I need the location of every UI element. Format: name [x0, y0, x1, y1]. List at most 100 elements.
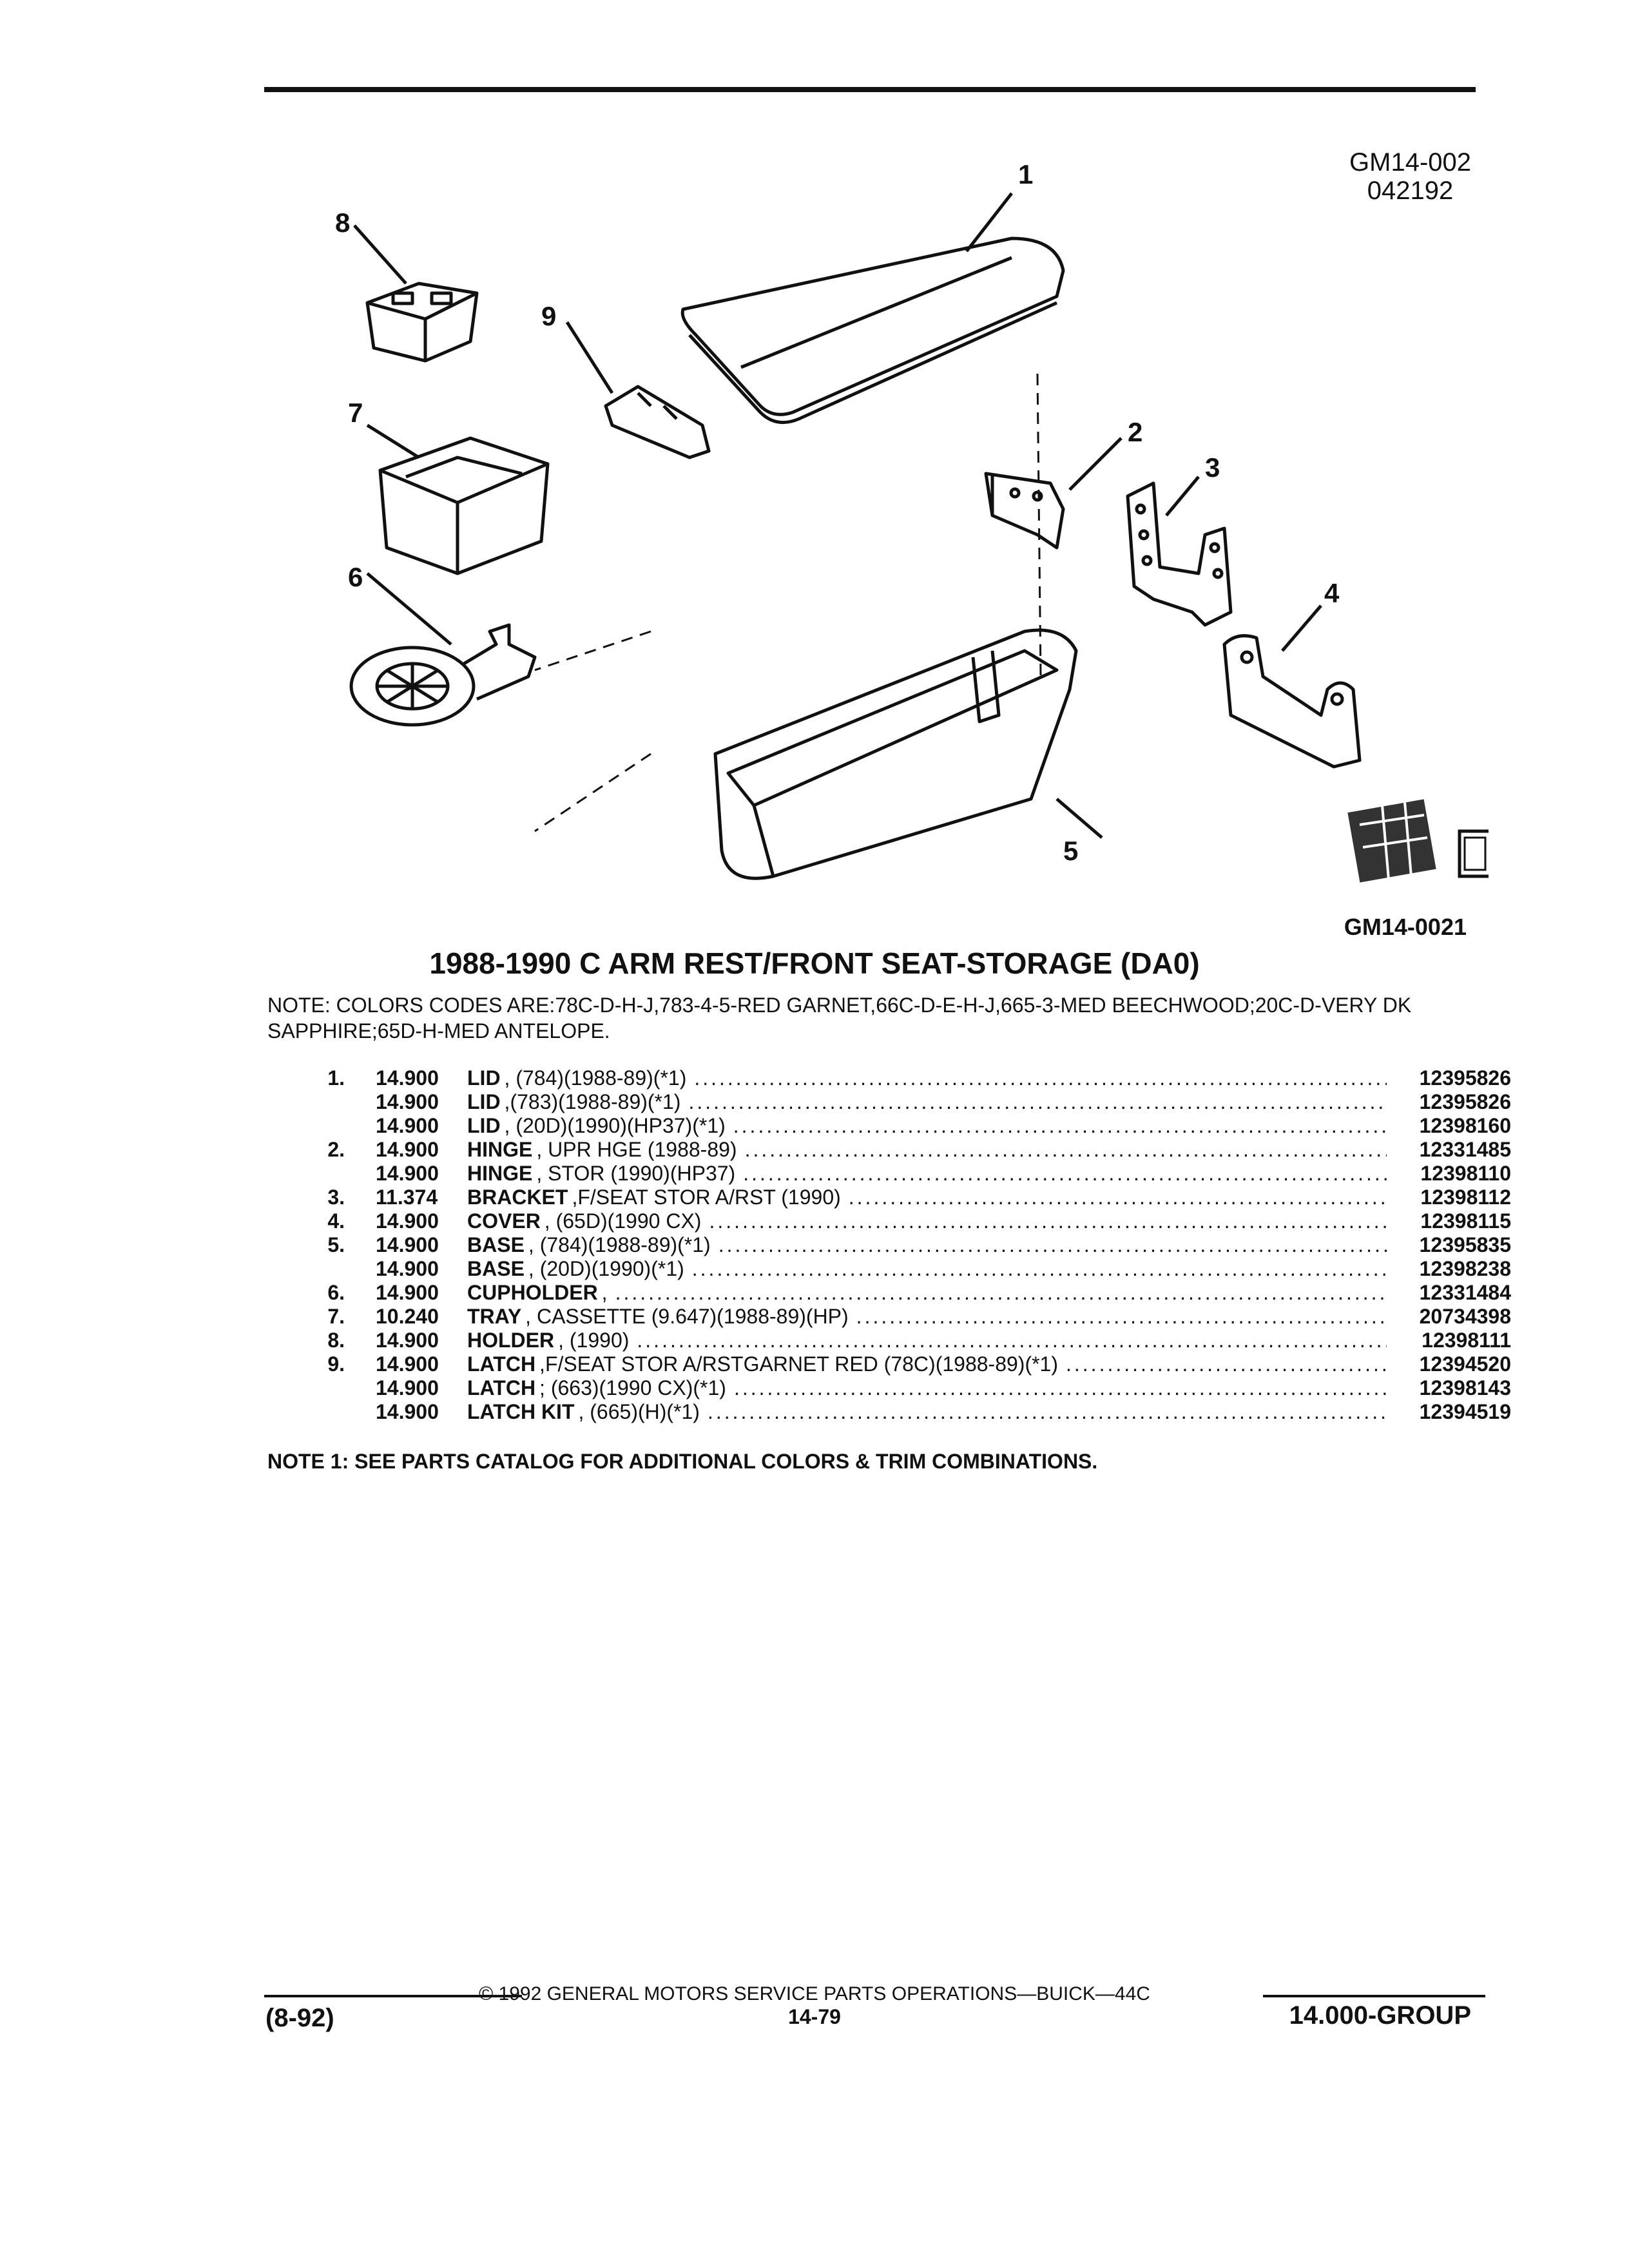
- leader-8: [353, 224, 407, 285]
- part-name: HINGE: [467, 1162, 533, 1185]
- group-number: 14.900: [376, 1233, 439, 1256]
- part-number: 20734398: [1419, 1305, 1511, 1328]
- part-name: LID: [467, 1114, 501, 1137]
- callout-2: 2: [1128, 417, 1142, 447]
- footer-rule-left: [264, 1995, 522, 1997]
- color-codes-note: NOTE: COLORS CODES ARE:78C-D-H-J,783-4-5…: [267, 994, 1412, 1043]
- part-name: LATCH: [467, 1352, 536, 1376]
- group-number: 14.900: [376, 1281, 439, 1304]
- group-number: 14.900: [376, 1209, 439, 1233]
- document-id-block: GM14-002 042192: [1349, 148, 1471, 205]
- part-number: 12398110: [1420, 1162, 1511, 1185]
- part-number: 12398111: [1422, 1329, 1511, 1352]
- leader-dots: ........................................…: [688, 1090, 1387, 1113]
- group-number: 14.900: [376, 1090, 439, 1113]
- leader-dots: ........................................…: [707, 1400, 1387, 1423]
- leader-dots: ........................................…: [709, 1209, 1387, 1233]
- part-description: LID, (20D)(1990)(HP37)(*1)..............…: [453, 1114, 1398, 1138]
- leader-1: [965, 192, 1013, 253]
- part-name: COVER: [467, 1209, 541, 1233]
- part-name: LATCH KIT: [467, 1400, 575, 1423]
- part-number: 12398160: [1419, 1114, 1511, 1137]
- leader-3: [1165, 476, 1200, 517]
- footer-rule-right: [1263, 1995, 1485, 1997]
- part-description: HINGE, UPR HGE (1988-89)................…: [453, 1138, 1398, 1162]
- group-number: 14.900: [376, 1114, 439, 1137]
- part-name: BRACKET: [467, 1186, 568, 1209]
- footer-date: (8-92): [265, 2004, 334, 2032]
- footer-copyright: © 1992 GENERAL MOTORS SERVICE PARTS OPER…: [479, 1983, 1150, 2004]
- part-number: 12331484: [1419, 1281, 1511, 1304]
- part-description: LID,(783)(1988-89)(*1)..................…: [453, 1090, 1398, 1114]
- leader-dots: ........................................…: [733, 1114, 1387, 1137]
- part-description: LID, (784)(1988-89)(*1).................…: [453, 1066, 1398, 1090]
- callout-9: 9: [541, 301, 556, 331]
- tray-drawing: [378, 436, 550, 575]
- part-description: CUPHOLDER,..............................…: [453, 1281, 1398, 1305]
- leader-dots: ........................................…: [1066, 1352, 1387, 1376]
- group-number: 14.900: [376, 1329, 439, 1352]
- part-detail: , CASSETTE (9.647)(1988-89)(HP): [525, 1305, 849, 1328]
- group-number: 14.900: [376, 1138, 439, 1161]
- part-description: BASE, (784)(1988-89)(*1)................…: [453, 1233, 1398, 1257]
- part-name: LATCH: [467, 1376, 536, 1399]
- part-description: HINGE, STOR (1990)(HP37)................…: [453, 1162, 1398, 1186]
- part-number: 12398112: [1420, 1186, 1511, 1209]
- callout-7: 7: [348, 398, 363, 428]
- part-detail: , (784)(1988-89)(*1): [528, 1233, 711, 1256]
- callout-5: 5: [1063, 836, 1078, 866]
- part-number: 12394520: [1419, 1352, 1511, 1376]
- group-number: 10.240: [376, 1305, 439, 1328]
- footnote: NOTE 1: SEE PARTS CATALOG FOR ADDITIONAL…: [267, 1450, 1098, 1473]
- parts-row: 14.900 LID,(783)(1988-89)(*1)............…: [267, 1090, 1511, 1114]
- leader-5: [1055, 798, 1103, 839]
- part-number: 12394519: [1419, 1400, 1511, 1423]
- item-number: 1.: [327, 1066, 345, 1090]
- figure-reference: GM14-0021: [1344, 914, 1467, 940]
- parts-row: 5. 14.900 BASE, (784)(1988-89)(*1)........…: [267, 1233, 1511, 1257]
- callout-labels: 1 2 3 4 5 6 7 8 9: [335, 159, 1340, 866]
- group-number: 14.900: [376, 1400, 439, 1423]
- part-name: TRAY: [467, 1305, 522, 1328]
- part-detail: ,(783)(1988-89)(*1): [504, 1090, 681, 1113]
- leader-dots: ........................................…: [718, 1233, 1387, 1256]
- leader-dots: ........................................…: [744, 1138, 1387, 1161]
- lid-drawing: [680, 236, 1065, 425]
- footer-group: 14.000-GROUP: [1289, 2001, 1471, 2030]
- group-number: 14.900: [376, 1162, 439, 1185]
- parts-row: 14.900 LATCH KIT, (665)(H)(*1)...........…: [267, 1400, 1511, 1424]
- part-description: LATCH KIT, (665)(H)(*1).................…: [453, 1400, 1398, 1424]
- part-description: LATCH,F/SEAT STOR A/RSTGARNET RED (78C)(…: [453, 1352, 1398, 1376]
- parts-row: 1. 14.900 LID, (784)(1988-89)(*1).........…: [267, 1066, 1511, 1090]
- part-description: LATCH; (663)(1990 CX)(*1)...............…: [453, 1376, 1398, 1400]
- leader-7: [366, 423, 420, 459]
- part-number: 12398115: [1420, 1209, 1511, 1233]
- item-number: 7.: [327, 1305, 345, 1328]
- part-name: BASE: [467, 1257, 525, 1280]
- item-number: 5.: [327, 1233, 345, 1256]
- group-number: 14.900: [376, 1066, 439, 1090]
- part-detail: ; (663)(1990 CX)(*1): [539, 1376, 726, 1399]
- part-detail: , (20D)(1990)(*1): [528, 1257, 684, 1280]
- part-detail: ,: [601, 1281, 608, 1304]
- cube-logo: [1347, 799, 1436, 883]
- leader-dots: ........................................…: [743, 1162, 1387, 1185]
- part-detail: , (1990): [558, 1329, 630, 1352]
- date-code: 042192: [1367, 177, 1454, 205]
- leader-6: [366, 572, 452, 646]
- group-number: 14.900: [376, 1376, 439, 1399]
- item-number: 9.: [327, 1352, 345, 1376]
- leader-dots: ........................................…: [694, 1066, 1387, 1090]
- part-detail: , STOR (1990)(HP37): [536, 1162, 736, 1185]
- part-detail: , (784)(1988-89)(*1): [504, 1066, 687, 1090]
- leader-dots: ........................................…: [856, 1305, 1387, 1328]
- part-description: HOLDER, (1990)..........................…: [453, 1329, 1398, 1352]
- part-description: COVER, (65D)(1990 CX)...................…: [453, 1209, 1398, 1233]
- top-rule: [264, 87, 1476, 92]
- part-number: 12398238: [1419, 1257, 1511, 1280]
